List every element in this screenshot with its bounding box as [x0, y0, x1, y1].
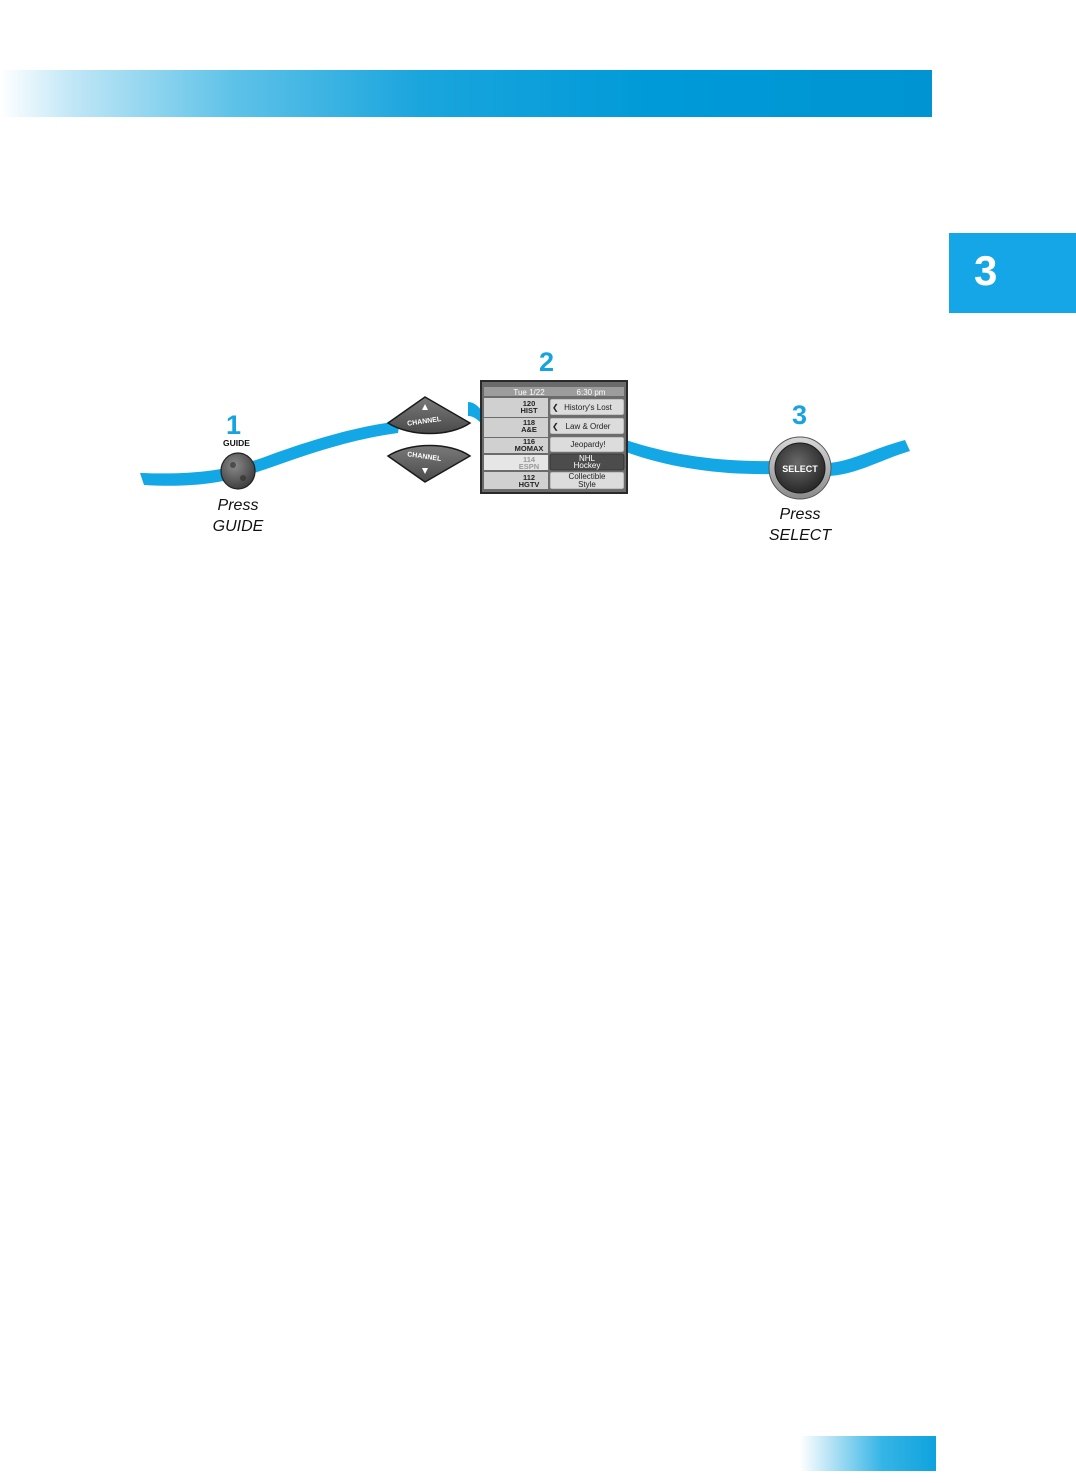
- channel-up-arrow-icon: CHANNEL: [388, 397, 470, 434]
- step-2-number: 2: [539, 347, 554, 377]
- channel-down-arrow-icon: CHANNEL: [388, 446, 470, 483]
- guide-time: 6:30 pm: [577, 388, 606, 397]
- ch-114-name: ESPN: [519, 462, 539, 471]
- steps-diagram: 1 GUIDE Press GUIDE CHANNEL CHANNEL 2 Tu…: [0, 330, 1076, 560]
- step-3-caption-line2: SELECT: [769, 527, 832, 544]
- ribbon-right-a: [626, 440, 772, 474]
- ch-116-name: MOMAX: [515, 444, 544, 453]
- ch-112-name: HGTV: [519, 480, 540, 489]
- program-4-line2: Hockey: [574, 461, 601, 470]
- step-1-number: 1: [226, 410, 241, 440]
- step-3-number: 3: [792, 400, 807, 430]
- ribbon-left: [140, 421, 400, 486]
- program-2: Law & Order: [566, 422, 611, 431]
- header-bar: [0, 70, 932, 117]
- program-1: History's Lost: [564, 403, 613, 412]
- step-1-caption-line1: Press: [218, 497, 259, 514]
- chevron-left-icon: ❮: [552, 422, 559, 431]
- program-guide-screen: Tue 1/22 6:30 pm 120 HIST 118 A&E 116 MO…: [481, 381, 627, 493]
- chapter-number: 3: [974, 250, 997, 292]
- step-1-caption-line2: GUIDE: [213, 518, 264, 535]
- program-3: Jeopardy!: [570, 440, 605, 449]
- ch-118-name: A&E: [521, 425, 537, 434]
- ch-120-name: HIST: [520, 406, 538, 415]
- footer-bar: [800, 1436, 936, 1471]
- select-button-icon: SELECT: [769, 437, 831, 499]
- ribbon-right-b: [828, 440, 910, 476]
- program-5-line2: Style: [578, 480, 596, 489]
- step-3-caption-line1: Press: [780, 506, 821, 523]
- guide-label: GUIDE: [223, 438, 250, 448]
- chevron-left-icon: ❮: [552, 403, 559, 412]
- select-label: SELECT: [782, 464, 818, 474]
- guide-button-icon: [221, 453, 255, 489]
- guide-date: Tue 1/22: [513, 388, 545, 397]
- chapter-tab: [949, 233, 1076, 313]
